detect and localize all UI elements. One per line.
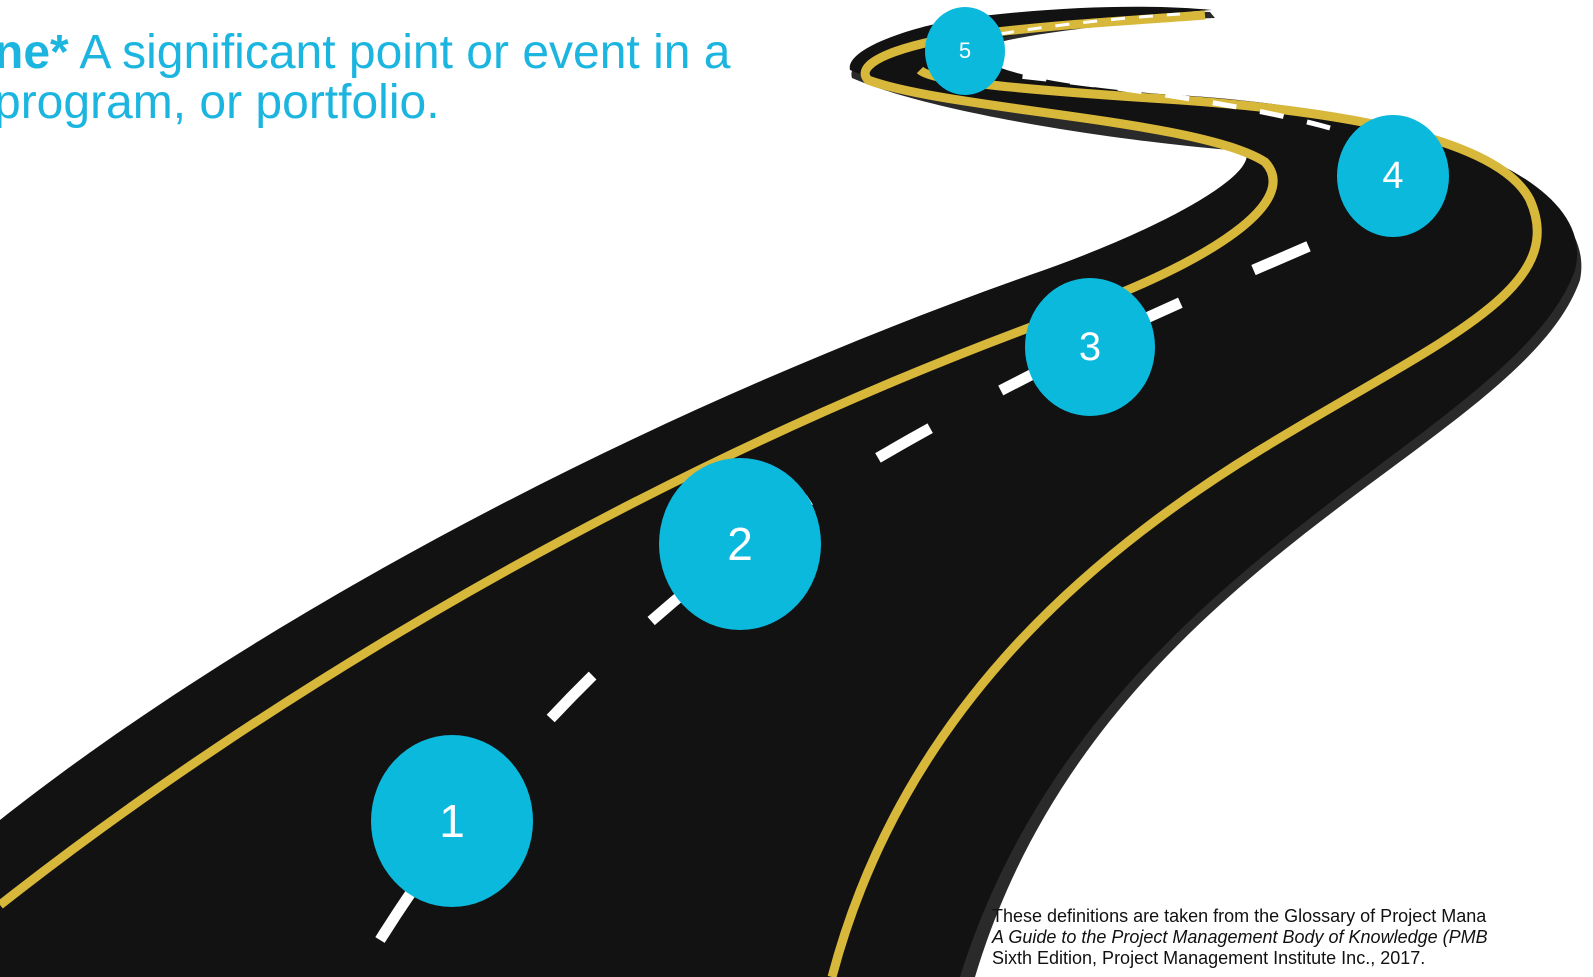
milestone-1-marker: 1 — [371, 735, 533, 907]
milestone-2-marker: 2 — [659, 458, 821, 630]
footnote-line-2: A Guide to the Project Management Body o… — [992, 927, 1592, 948]
footnote-line-1: These definitions are taken from the Glo… — [992, 906, 1592, 927]
milestone-1-label: 1 — [439, 794, 465, 848]
footnote-line-3: Sixth Edition, Project Management Instit… — [992, 948, 1592, 969]
milestone-4-marker: 4 — [1337, 115, 1449, 237]
milestone-3-marker: 3 — [1025, 278, 1155, 416]
milestone-5-marker: 5 — [925, 7, 1005, 95]
milestone-5-label: 5 — [959, 38, 971, 64]
milestone-4-label: 4 — [1382, 155, 1403, 198]
source-footnote: These definitions are taken from the Glo… — [992, 906, 1592, 969]
milestone-3-label: 3 — [1079, 325, 1101, 370]
milestone-2-label: 2 — [727, 517, 753, 571]
